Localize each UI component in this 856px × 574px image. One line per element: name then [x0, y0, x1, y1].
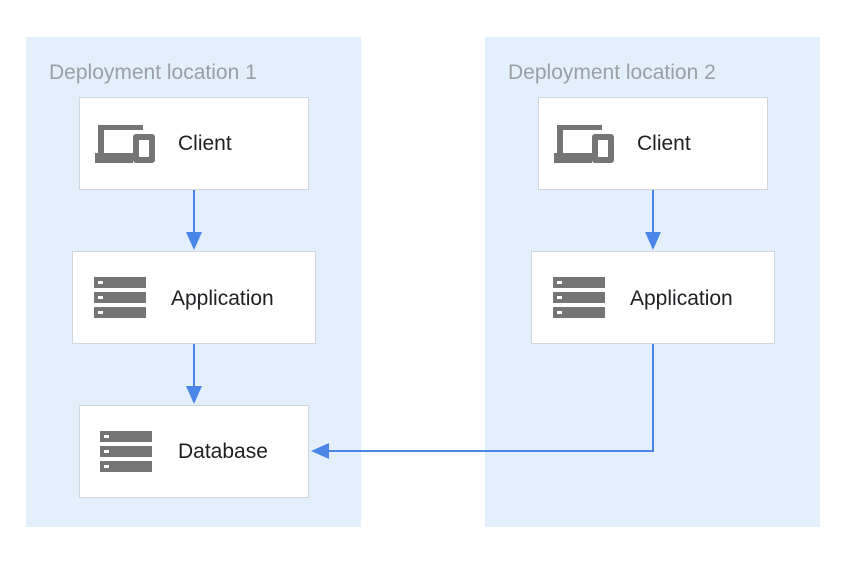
server-stack-icon [553, 277, 605, 318]
devices-icon [95, 125, 155, 163]
database-node[interactable]: Database [79, 405, 309, 498]
client-node-2[interactable]: Client [538, 97, 768, 190]
application-label: Application [630, 287, 733, 310]
client-label: Client [178, 132, 232, 155]
application-node-1[interactable]: Application [72, 251, 316, 344]
application-label: Application [171, 287, 274, 310]
zone-2-label: Deployment location 2 [508, 61, 716, 84]
client-label: Client [637, 132, 691, 155]
server-stack-icon [100, 431, 152, 472]
server-stack-icon [94, 277, 146, 318]
client-node-1[interactable]: Client [79, 97, 309, 190]
database-label: Database [178, 440, 268, 463]
application-node-2[interactable]: Application [531, 251, 775, 344]
zone-1-label: Deployment location 1 [49, 61, 257, 84]
devices-icon [554, 125, 614, 163]
